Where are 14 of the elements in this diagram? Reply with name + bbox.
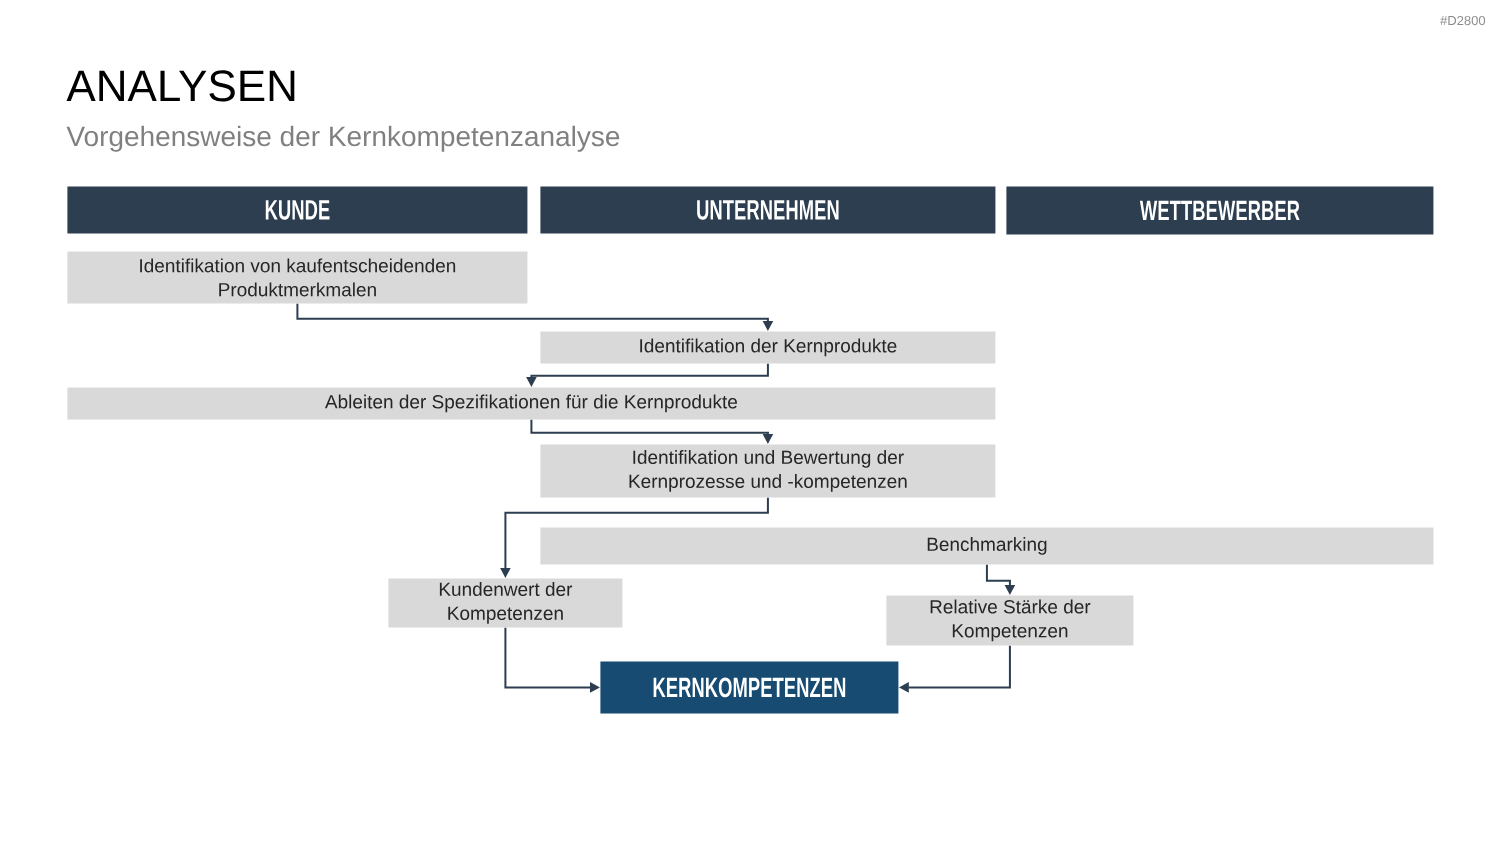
process-box: Identifikation und Bewertung der Kernprozesse und -kompetenzen: [540, 444, 996, 498]
subtitle: Vorgehensweise der Kernkompetenzanalyse: [66, 125, 620, 152]
column-header: WETTBEWERBER: [1006, 186, 1434, 235]
slide-code: #D2800: [1440, 15, 1486, 26]
title: ANALYSEN: [66, 70, 295, 102]
column-header: UNTERNEHMEN: [540, 186, 996, 234]
column-header: KUNDE: [67, 186, 528, 234]
process-box: Identifikation der Kernprodukte: [540, 331, 996, 364]
process-box: Ableiten der Spezifikationen für die Kernprodukte: [67, 387, 996, 420]
process-box: Relative Stärke der Kompetenzen: [886, 595, 1134, 646]
process-box: Identifikation von kaufentscheidenden Produktmerkmalen: [67, 251, 528, 304]
process-box: Benchmarking: [540, 527, 1434, 565]
process-box: Kundenwert der Kompetenzen: [388, 578, 623, 628]
result-box: KERNKOMPETENZEN: [600, 661, 899, 714]
